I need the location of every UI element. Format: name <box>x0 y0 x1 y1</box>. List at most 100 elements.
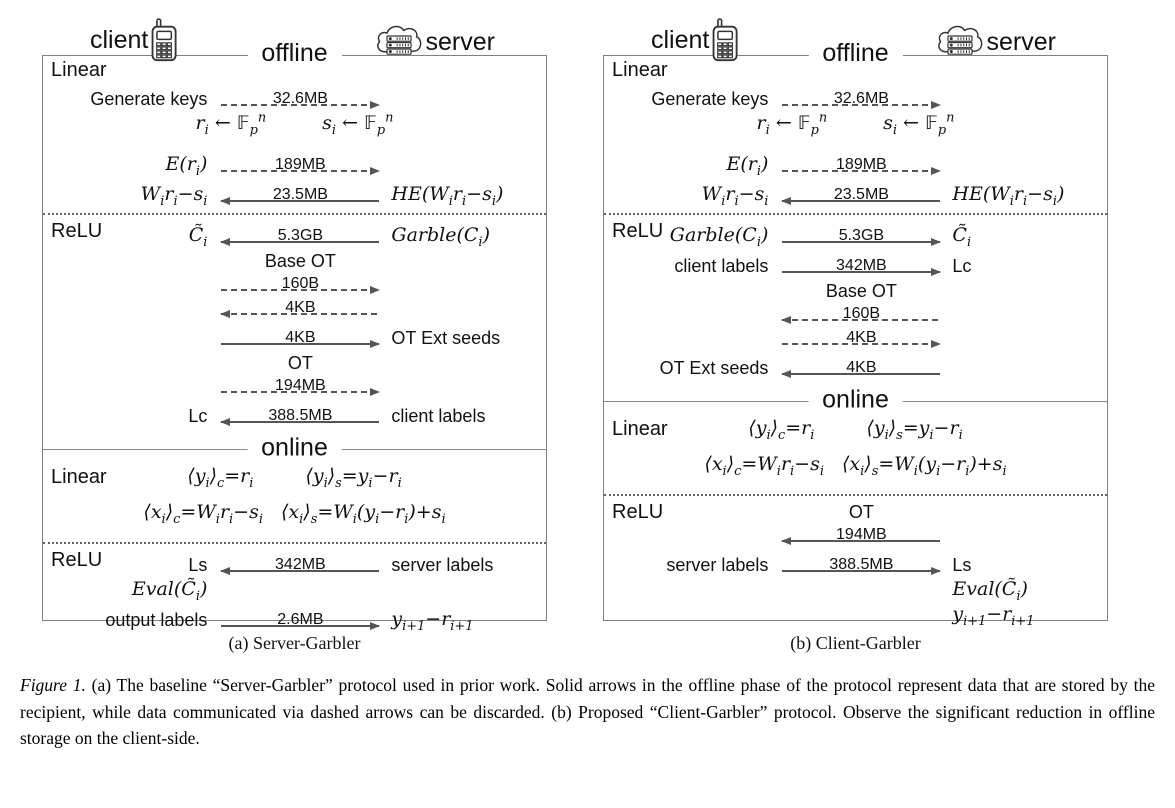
transfer-size: 388.5MB <box>829 556 894 573</box>
server-action: client labels <box>391 406 486 426</box>
row-base-ot-2: 4KB <box>613 327 1098 351</box>
arrow-line <box>782 343 941 345</box>
client-action: Generate keys <box>90 89 208 109</box>
server-math: C̃i <box>952 224 972 250</box>
transfer-size: 32.6MB <box>272 90 328 107</box>
client-math: E(ri) <box>165 153 208 179</box>
transfer-size: 388.5MB <box>268 407 333 424</box>
client-action: Lc <box>188 406 208 426</box>
transfer-size: 4KB <box>846 329 877 346</box>
client-math: ⟨yi⟩c=ri <box>187 465 254 491</box>
row-x-shares: ⟨xi⟩c=Wiri−si ⟨xi⟩s=Wi(yi−ri)+si <box>52 501 537 537</box>
client-math: ⟨xi⟩c=Wiri−si <box>704 453 824 479</box>
section-label: Linear <box>612 418 668 440</box>
transfer-size: 32.6MB <box>833 90 889 107</box>
transfer-size: 23.5MB <box>833 186 889 203</box>
arrow-line <box>782 271 941 273</box>
row-server-labels: server labels 388.5MB Ls <box>613 548 1098 578</box>
client-math: Garble(Ci) <box>669 224 769 250</box>
transfer-size: 342MB <box>275 556 326 573</box>
arrow-line <box>782 319 941 321</box>
solid-arrow-right: 5.3GB <box>782 227 941 248</box>
center-label: OT <box>848 502 874 522</box>
section-label: ReLU <box>612 220 664 242</box>
panel-a-header: client <box>42 10 547 62</box>
arrow-line <box>221 289 380 291</box>
panel-server-garbler: client <box>42 10 547 654</box>
row-output-labels: output labels 2.6MB yi+1−ri+1 <box>52 603 537 633</box>
row-ot-label: OT <box>613 500 1098 524</box>
transfer-size: 160B <box>842 305 881 322</box>
server-action: OT Ext seeds <box>391 328 501 348</box>
server-math: yi+1−ri+1 <box>391 608 474 634</box>
online-divider: online <box>604 385 1107 415</box>
arrow-line <box>221 625 380 627</box>
row-base-ot-1: 160B <box>52 273 537 297</box>
dotted-divider <box>43 213 546 215</box>
transfer-size: 4KB <box>285 299 316 316</box>
arrow-line <box>782 200 941 202</box>
row-eval: Eval(C̃i) <box>52 578 537 603</box>
server-math: si ← 𝔽pn <box>883 110 955 138</box>
server-math: HE(Wiri−si) <box>952 183 1065 209</box>
solid-arrow-left: 388.5MB <box>221 407 380 428</box>
row-base-ot-label: Base OT <box>613 279 1098 303</box>
row-ot-transfer: 194MB <box>52 375 537 399</box>
arrow-line <box>221 570 380 572</box>
client-action: server labels <box>666 555 769 575</box>
dashed-arrow-right: 4KB <box>782 329 941 350</box>
row-ot-ext-seeds: OT Ext seeds 4KB <box>613 351 1098 381</box>
arrow-line <box>221 313 380 315</box>
figure-1: client <box>0 0 1175 752</box>
dashed-arrow-right: 32.6MB <box>221 90 380 111</box>
section-label: Linear <box>51 59 107 81</box>
online-linear-section: Linear ⟨yi⟩c=ri ⟨yi⟩s=yi−ri ⟨xi⟩c=Wiri−s… <box>604 415 1107 493</box>
offline-phase-label: offline <box>808 39 903 69</box>
client-party-b: client <box>651 18 741 62</box>
client-action: output labels <box>105 610 208 630</box>
solid-arrow-right: 388.5MB <box>782 556 941 577</box>
client-action: Generate keys <box>651 89 769 109</box>
protocol-box-a: offline Linear Generate keys 32.6MB ri ←… <box>42 39 547 633</box>
panel-b-header: client <box>603 10 1108 62</box>
offline-linear-section: Linear Generate keys 32.6MB ri ← 𝔽pn si … <box>604 56 1107 212</box>
server-math: Garble(Ci) <box>391 224 490 250</box>
client-label: client <box>651 25 710 54</box>
client-party-a: client <box>90 18 180 62</box>
arrow-line <box>782 170 941 172</box>
solid-arrow-left: 194MB <box>782 526 941 547</box>
dotted-divider <box>604 494 1107 496</box>
dashed-arrow-right: 194MB <box>221 377 380 398</box>
arrow-line <box>221 200 380 202</box>
arrow-line <box>221 170 380 172</box>
transfer-size: 189MB <box>836 156 887 173</box>
server-action: Lc <box>952 256 972 276</box>
client-math: ri ← 𝔽pn <box>195 110 267 138</box>
arrow-line <box>221 391 380 393</box>
section-label: Linear <box>51 466 107 488</box>
protocol-box-b: offline Linear Generate keys 32.6MB ri ←… <box>603 39 1108 628</box>
transfer-size: 342MB <box>836 257 887 274</box>
center-label: OT <box>287 353 313 373</box>
dashed-arrow-left: 4KB <box>221 299 380 320</box>
offline-relu-section: ReLU Garble(Ci) 5.3GB C̃i client labels … <box>604 217 1107 385</box>
arrow-line <box>221 241 380 243</box>
server-label: server <box>425 28 495 56</box>
server-math: ⟨xi⟩s=Wi(yi−ri)+si <box>841 453 1007 479</box>
client-action: Ls <box>188 555 208 575</box>
client-math: Wiri−si <box>701 183 769 209</box>
client-label: client <box>90 25 149 54</box>
transfer-size: 194MB <box>836 526 887 543</box>
client-math: ri ← 𝔽pn <box>756 110 828 138</box>
client-math: ⟨xi⟩c=Wiri−si <box>143 501 263 527</box>
online-relu-section: ReLU OT 194MB server labels <box>604 498 1107 632</box>
server-math: ⟨xi⟩s=Wi(yi−ri)+si <box>280 501 446 527</box>
online-phase-label: online <box>247 433 342 463</box>
transfer-size: 2.6MB <box>277 611 324 628</box>
row-x-shares: ⟨xi⟩c=Wiri−si ⟨xi⟩s=Wi(yi−ri)+si <box>613 453 1098 489</box>
server-party-a: server <box>374 23 495 62</box>
transfer-size: 4KB <box>846 359 877 376</box>
solid-arrow-right: 342MB <box>782 257 941 278</box>
dashed-arrow-right: 160B <box>221 275 380 296</box>
client-action: OT Ext seeds <box>659 358 769 378</box>
